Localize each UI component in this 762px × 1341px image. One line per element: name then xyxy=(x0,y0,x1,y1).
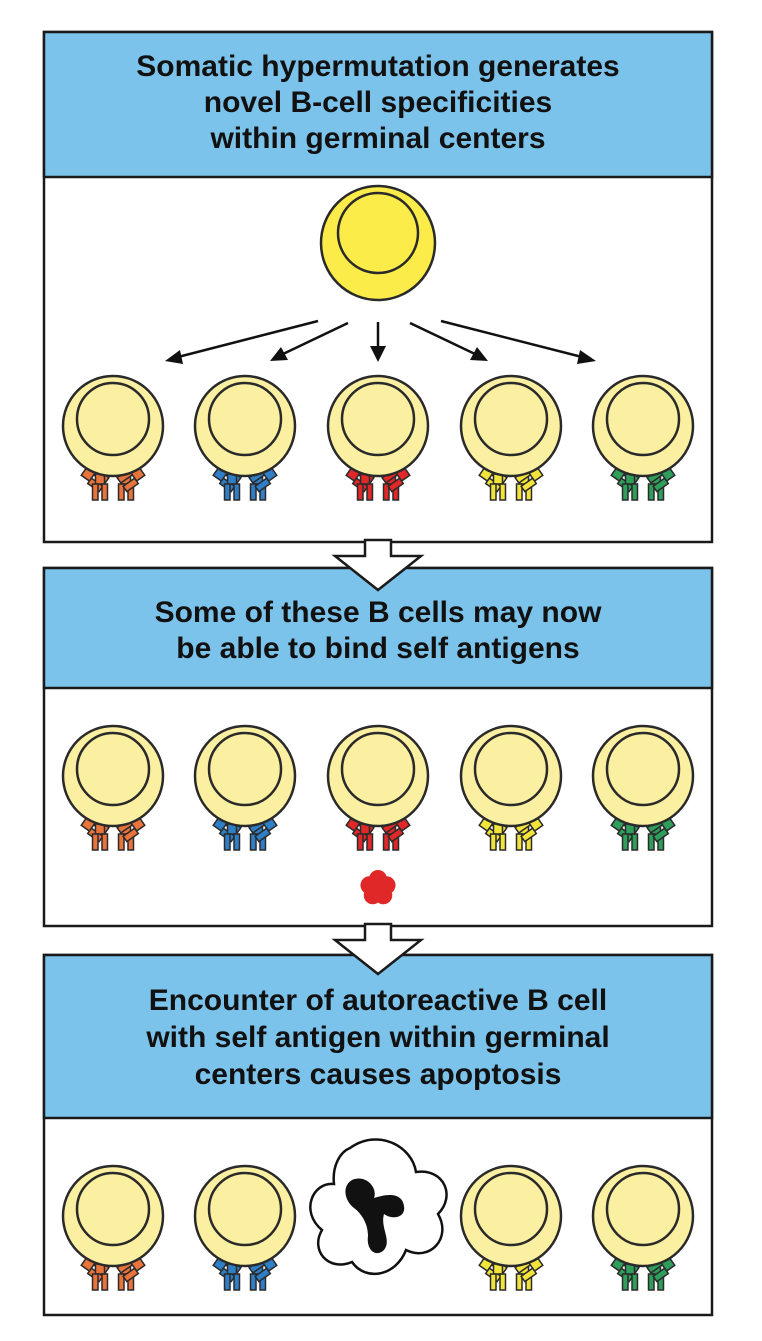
b-cell-nucleus xyxy=(207,1171,283,1247)
b-cell-icon xyxy=(326,374,430,501)
b-cell-icon xyxy=(591,1164,695,1291)
daughter-cell-row xyxy=(61,374,695,501)
panel-2-header-line-1: Some of these B cells may now xyxy=(155,596,602,629)
b-cell-icon xyxy=(61,374,165,501)
diverging-arrows xyxy=(165,319,596,364)
panel-1: Somatic hypermutation generates novel B-… xyxy=(42,30,714,544)
receptor-blue-icon xyxy=(212,465,278,501)
panel-1-header-line-3: within germinal centers xyxy=(209,122,545,155)
panel-3-header xyxy=(42,953,714,1120)
arrow-to-cell-2 xyxy=(282,321,349,356)
arrow-to-cell-1 xyxy=(177,319,319,359)
b-cell-nucleus xyxy=(473,731,549,807)
b-cell-nucleus xyxy=(340,381,416,457)
b-cell-nucleus xyxy=(75,731,151,807)
b-cell-icon xyxy=(193,1164,297,1291)
self-antigen-icon xyxy=(360,870,396,905)
arrow-head-icon xyxy=(577,350,596,364)
apoptotic-cell-icon xyxy=(309,1138,448,1276)
b-cell-icon xyxy=(61,724,165,851)
b-cell-nucleus xyxy=(473,381,549,457)
arrow-head-icon xyxy=(370,346,386,362)
panel-3-header-line-1: Encounter of autoreactive B cell xyxy=(149,984,607,1017)
b-cell-nucleus xyxy=(605,731,681,807)
panel-3-header-line-2: with self antigen within germinal xyxy=(145,1021,609,1054)
arrow-to-cell-5 xyxy=(440,319,583,359)
down-block-arrow-icon xyxy=(331,922,425,976)
b-cell-icon xyxy=(459,374,563,501)
panel-3-header-line-3: centers causes apoptosis xyxy=(195,1058,562,1091)
arrow-to-cell-4 xyxy=(409,321,476,356)
b-cell-nucleus xyxy=(207,731,283,807)
daughter-cell-row xyxy=(61,1164,695,1291)
b-cell-icon xyxy=(591,724,695,851)
arrow-head-icon xyxy=(470,347,488,361)
arrow-head-icon xyxy=(165,350,183,364)
panel-1-header xyxy=(42,30,714,179)
panel-1-header-line-1: Somatic hypermutation generates xyxy=(136,50,619,83)
b-cell-nucleus xyxy=(340,731,416,807)
b-cell-nucleus xyxy=(207,381,283,457)
b-cell-icon xyxy=(61,1164,165,1291)
down-block-arrow-icon xyxy=(331,538,425,592)
self-antigen-layer xyxy=(360,870,396,905)
daughter-cell-row xyxy=(61,724,695,851)
arrow-head-icon xyxy=(270,347,288,361)
germinal-center-b-cell-icon xyxy=(319,184,437,302)
b-cell-icon xyxy=(591,374,695,501)
b-cell-icon xyxy=(459,724,563,851)
b-cell-icon xyxy=(326,724,430,851)
panel-1-header-line-2: novel B-cell specificities xyxy=(204,86,552,119)
b-cell-nucleus xyxy=(473,1171,549,1247)
b-cell-icon xyxy=(459,1164,563,1291)
panel-3: Encounter of autoreactive B cell with se… xyxy=(42,953,714,1317)
b-cell-icon xyxy=(193,724,297,851)
b-cell-nucleus xyxy=(75,1171,151,1247)
b-cell-icon xyxy=(193,374,297,501)
b-cell-nucleus xyxy=(605,1171,681,1247)
panel-2-header-line-2: be able to bind self antigens xyxy=(176,632,579,665)
b-cell-nucleus xyxy=(75,381,151,457)
b-cell-nucleus xyxy=(605,381,681,457)
fragmented-nucleus xyxy=(345,1178,405,1254)
receptor-green-icon xyxy=(610,465,676,501)
